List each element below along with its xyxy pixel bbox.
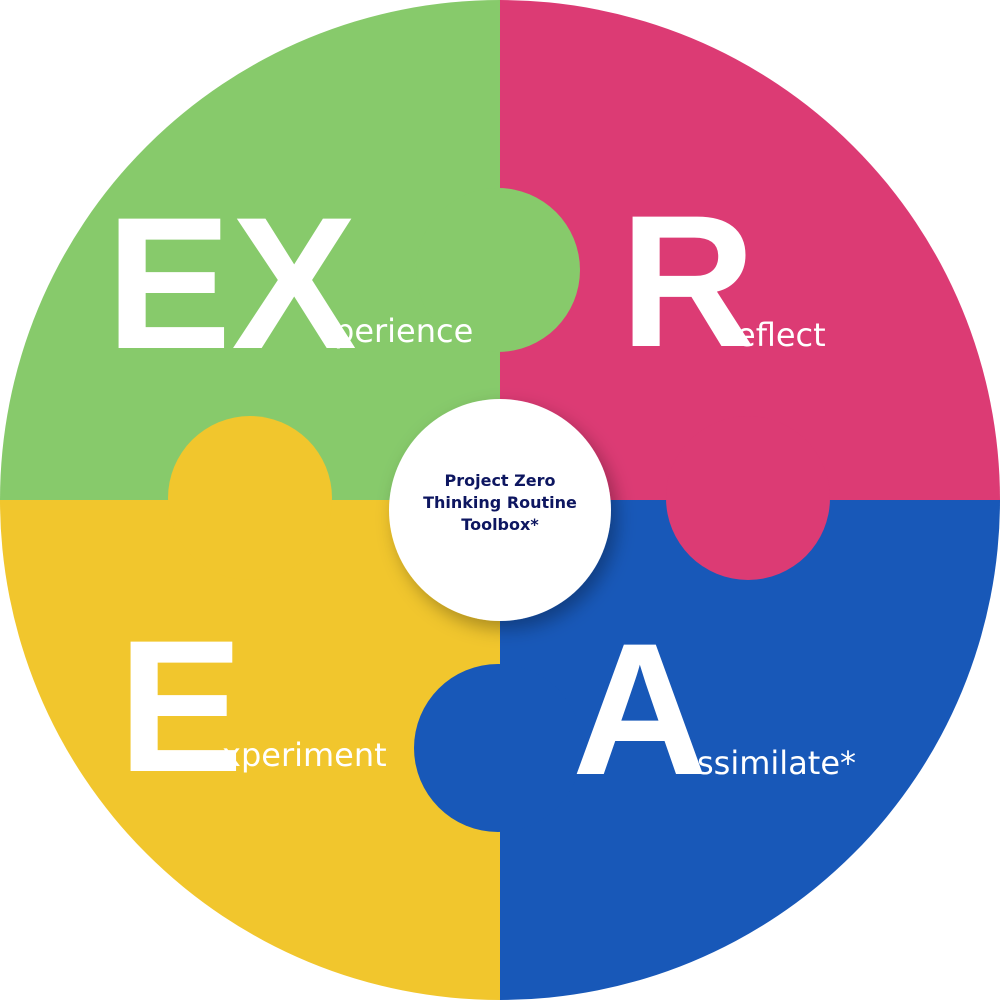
assimilate-initials: A xyxy=(572,604,708,814)
experiment-quadrant xyxy=(0,500,500,1000)
assimilate-puzzle-tab xyxy=(414,664,582,832)
reflect-rest: eflect xyxy=(736,316,826,354)
experiment-puzzle-tab xyxy=(168,416,332,580)
experience-puzzle-tab xyxy=(416,188,580,352)
experience-rest: perience xyxy=(334,312,473,350)
center-label-line: Project Zero xyxy=(444,471,556,490)
assimilate-quadrant xyxy=(500,500,1000,1000)
center-circle xyxy=(389,399,611,621)
center-label: Project Zero Thinking Routine Toolbox* xyxy=(400,470,600,536)
reflect-initials: R xyxy=(620,176,756,386)
reflect-puzzle-tab xyxy=(666,416,830,580)
experiment-initials: E xyxy=(118,601,243,811)
experience-quadrant xyxy=(0,0,500,500)
center-label-line: Thinking Routine xyxy=(423,493,577,512)
reflect-quadrant xyxy=(500,0,1000,500)
experiment-rest: xperiment xyxy=(222,736,387,774)
center-label-line: Toolbox* xyxy=(461,515,539,534)
experience-initials: EX xyxy=(106,178,357,388)
assimilate-rest: ssimilate* xyxy=(697,744,856,782)
